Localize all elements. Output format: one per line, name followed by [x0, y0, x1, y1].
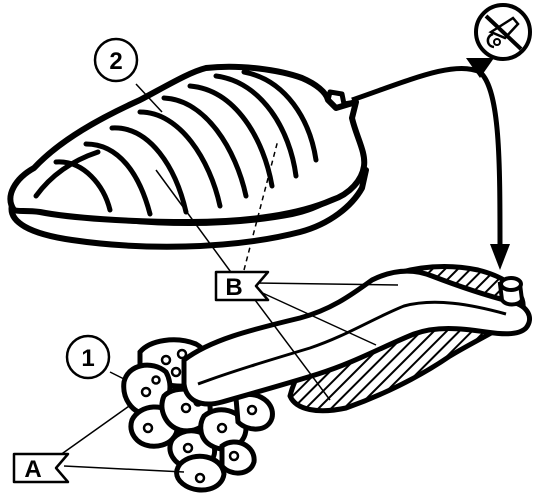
lower-insole-frame [124, 266, 530, 490]
flag-a-label: A [24, 456, 41, 483]
callout-2-label: 2 [109, 48, 122, 75]
callout-2: 2 [95, 39, 137, 81]
flag-b: B [216, 272, 268, 301]
assembly-arrow [352, 68, 510, 270]
no-tools-icon [466, 5, 530, 78]
callout-1: 1 [67, 336, 109, 378]
flag-a: A [14, 454, 68, 483]
flag-b-label: B [225, 274, 242, 301]
upper-insole-pad [10, 67, 366, 247]
callout-1-label: 1 [81, 345, 94, 372]
